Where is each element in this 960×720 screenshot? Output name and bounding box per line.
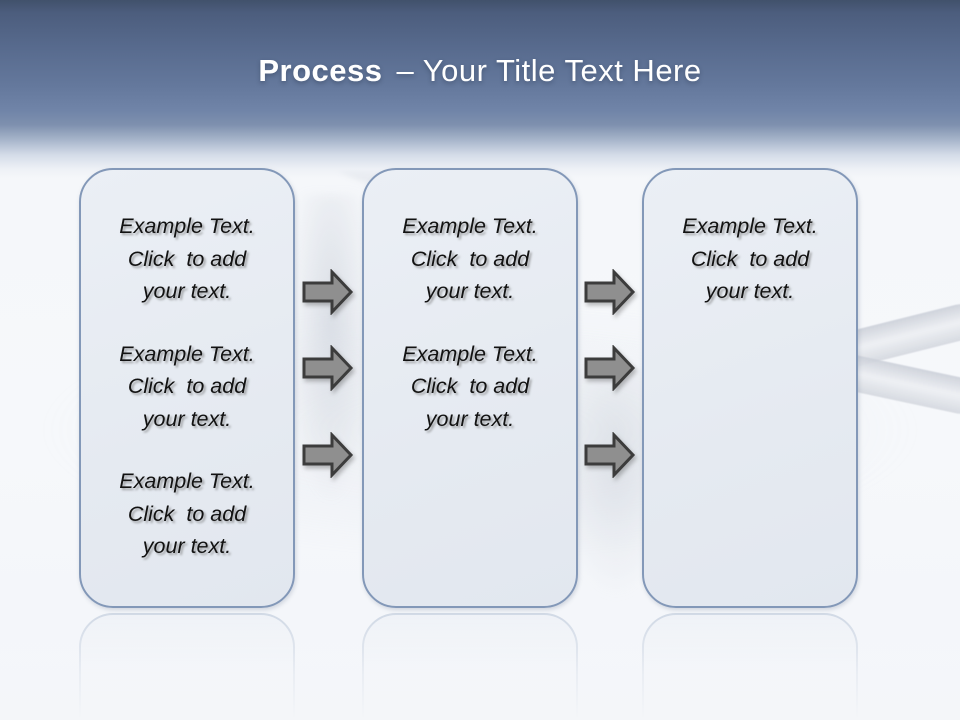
- placeholder-text[interactable]: Example Text. Click to add your text.: [364, 338, 576, 436]
- placeholder-text[interactable]: Example Text. Click to add your text.: [644, 210, 856, 308]
- process-box-3[interactable]: Example Text. Click to add your text.: [642, 168, 858, 608]
- reflection-fade-overlay: [0, 612, 960, 720]
- text-line: your text.: [425, 406, 515, 431]
- text-line: Example Text.: [682, 214, 818, 238]
- arrow-right-icon: [584, 345, 636, 391]
- text-line: Click to add: [410, 246, 530, 271]
- text-line: Click to add: [127, 246, 247, 271]
- text-line: Example Text.: [402, 341, 538, 366]
- text-line: your text.: [142, 406, 232, 431]
- title-banner: [0, 0, 960, 178]
- arrow-right-icon: [584, 432, 636, 478]
- text-line: Example Text.: [119, 469, 255, 493]
- text-line: your text.: [425, 279, 515, 303]
- text-line: your text.: [142, 279, 232, 303]
- process-box-1[interactable]: Example Text. Click to add your text. Exam…: [79, 168, 295, 608]
- text-line: Click to add: [127, 374, 247, 398]
- arrow-right-icon: [302, 345, 354, 391]
- text-line: Click to add: [690, 246, 810, 271]
- arrow-right-icon: [584, 269, 636, 315]
- text-line: Example Text.: [402, 214, 538, 238]
- text-line: Example Text.: [119, 214, 255, 238]
- arrow-right-icon: [302, 432, 354, 478]
- slide-title[interactable]: Process – Your Title Text Here: [0, 50, 960, 92]
- text-line: your text.: [142, 534, 232, 558]
- placeholder-text[interactable]: Example Text. Click to add your text.: [364, 210, 576, 308]
- placeholder-text[interactable]: Example Text. Click to add your text.: [81, 210, 293, 308]
- arrow-right-icon: [302, 269, 354, 315]
- title-rest-text: – Your Title Text Here: [396, 53, 702, 88]
- text-line: Click to add: [127, 501, 247, 526]
- placeholder-text[interactable]: Example Text. Click to add your text.: [81, 338, 293, 436]
- process-box-2[interactable]: Example Text. Click to add your text. Exam…: [362, 168, 578, 608]
- text-line: Example Text.: [119, 341, 255, 366]
- title-emphasis: Process: [258, 53, 383, 88]
- placeholder-text[interactable]: Example Text. Click to add your text.: [81, 465, 293, 563]
- text-line: your text.: [705, 279, 795, 303]
- text-line: Click to add: [410, 374, 530, 398]
